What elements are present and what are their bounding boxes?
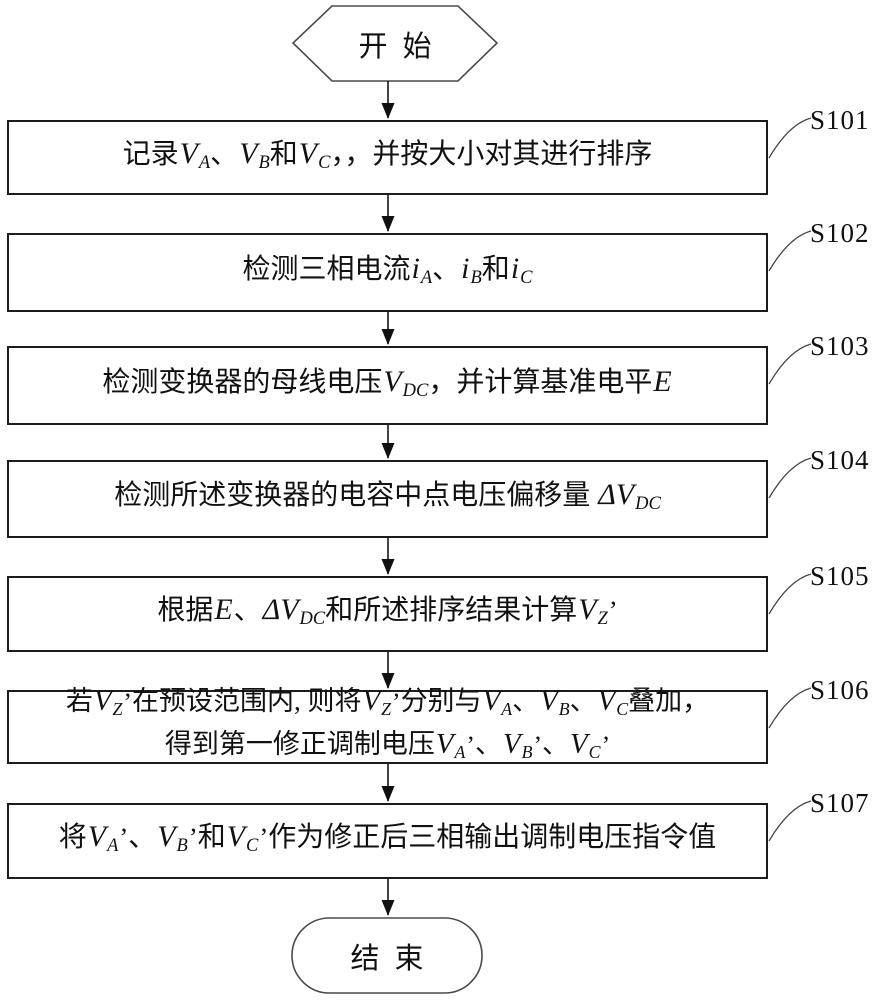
- step-text-s105: 根据E、ΔVDC和所述排序结果计算VZ’: [157, 593, 618, 628]
- start-terminal-shape: [291, 5, 499, 82]
- step-box-s105: 根据E、ΔVDC和所述排序结果计算VZ’: [7, 576, 768, 652]
- step-box-s102: 检测三相电流iA、iB和iC: [7, 233, 768, 312]
- leader-s101: [768, 117, 812, 159]
- step-label-s103: S103: [810, 331, 870, 361]
- step-box-s103: 检测变换器的母线电压VDC，并计算基准电平E: [7, 346, 768, 425]
- step-label-s101: S101: [810, 105, 870, 135]
- leader-s105: [768, 573, 812, 615]
- step-label-s102: S102: [810, 218, 870, 248]
- step-text-s107: 将VA’、VB’和VC’作为修正后三相输出调制电压指令值: [58, 820, 717, 855]
- end-terminal-shape: [291, 917, 483, 994]
- step-box-s107: 将VA’、VB’和VC’作为修正后三相输出调制电压指令值: [7, 803, 768, 879]
- step-label-s104: S104: [810, 445, 870, 475]
- step-box-s101: 记录VA、VB和VC，，并按大小对其进行排序: [7, 120, 768, 195]
- step-label-s107: S107: [810, 788, 870, 818]
- leader-s106: [768, 687, 812, 729]
- leader-s102: [768, 230, 812, 272]
- end-terminal: 结束: [292, 918, 482, 993]
- step-text-s106-line2: 得到第一修正调制电压VA’、VB’、VC’: [164, 728, 611, 762]
- step-box-s104: 检测所述变换器的电容中点电压偏移量 ΔVDC: [7, 460, 768, 538]
- step-text-s104: 检测所述变换器的电容中点电压偏移量 ΔVDC: [114, 478, 661, 513]
- step-text-s102: 检测三相电流iA、iB和iC: [242, 251, 533, 287]
- step-label-s105: S105: [810, 561, 870, 591]
- step-box-s106: 若VZ’在预设范围内, 则将VZ’分别与VA、VB、VC叠加， 得到第一修正调制…: [7, 685, 768, 764]
- leader-s104: [768, 457, 812, 499]
- start-terminal: 开始: [293, 6, 497, 81]
- step-text-s106-line1: 若VZ’在预设范围内, 则将VZ’分别与VA、VB、VC叠加，: [65, 685, 710, 719]
- step-text-s103: 检测变换器的母线电压VDC，并计算基准电平E: [102, 364, 672, 400]
- step-label-s106: S106: [810, 675, 870, 705]
- end-terminal-label: 结束: [350, 942, 439, 975]
- leader-s107: [768, 800, 812, 842]
- leader-s103: [768, 343, 812, 385]
- start-terminal-label: 开始: [358, 30, 447, 63]
- step-text-s101: 记录VA、VB和VC，，并按大小对其进行排序: [122, 136, 653, 172]
